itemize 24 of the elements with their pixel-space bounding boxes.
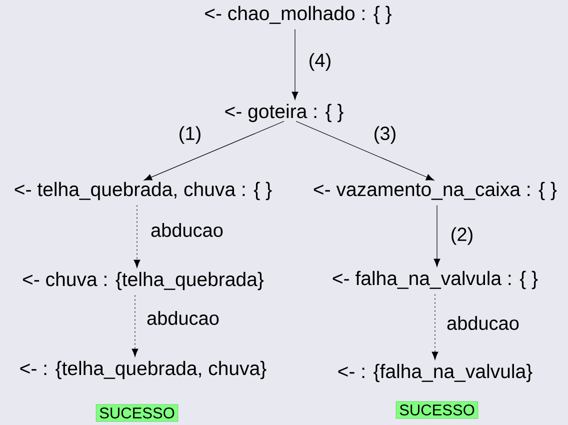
arrow [132, 294, 138, 357]
arrow [432, 294, 438, 360]
edge-label: abducao [446, 315, 520, 331]
goal-text: <- falha_na_valvula : { } [332, 270, 538, 290]
arrow [292, 28, 298, 100]
goal-text: <- chao_molhado : { } [205, 6, 392, 24]
edge-label: (2) [449, 226, 475, 246]
edge-label: (4) [307, 52, 333, 72]
arrow [134, 204, 140, 268]
goal-text: <- goteira : { } [225, 104, 344, 122]
edge-label: abducao [150, 222, 224, 238]
goal-text: <- vazamento_na_caixa : { } [314, 182, 557, 200]
arrow [434, 204, 440, 267]
edge-label: (1) [177, 125, 203, 145]
arrow [296, 120, 434, 181]
status-box: SUCESSO [96, 404, 178, 422]
goal-text: <- telha_quebrada, chuva : { } [14, 182, 272, 200]
status-box: SUCESSO [396, 401, 478, 419]
goal-text: <- chuva : {telha_quebrada} [22, 272, 264, 290]
edge-label: (3) [372, 125, 398, 145]
arrow [144, 120, 284, 181]
edge-label: abducao [146, 310, 220, 326]
goal-text: <- : {falha_na_valvula} [338, 364, 532, 382]
goal-text: <- : {telha_quebrada, chuva} [20, 360, 266, 380]
